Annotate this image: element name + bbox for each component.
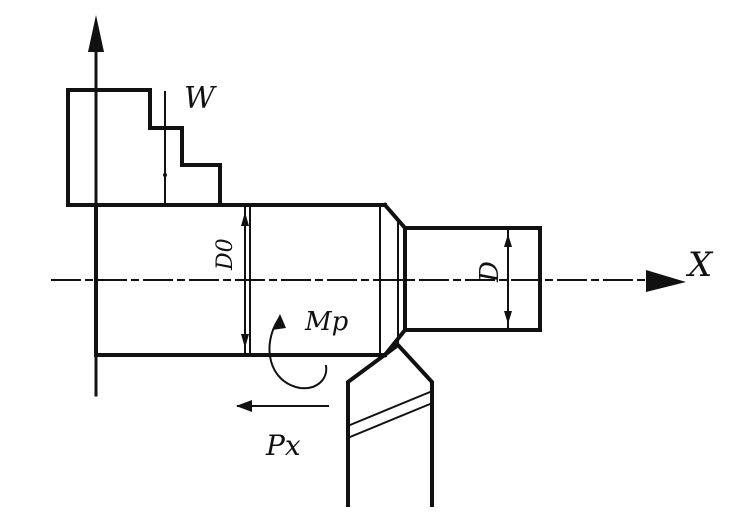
workpiece-shoulder: [382, 202, 407, 358]
label-mp: Mp: [304, 307, 349, 337]
jaw-dimension-dot: [163, 173, 167, 177]
label-d0: D0: [213, 238, 238, 271]
feed-force-arrow: [236, 400, 329, 412]
label-px: Px: [265, 429, 301, 462]
moment-arrow: [268, 314, 328, 390]
cutting-tool: [346, 342, 434, 507]
label-d: D: [475, 261, 505, 283]
d0-dimension-arrow: [241, 212, 249, 348]
d-dimension-arrow: [504, 234, 512, 324]
label-x: X: [685, 245, 714, 285]
workpiece-large-section: [66, 203, 387, 357]
label-w: W: [184, 81, 217, 116]
x-axis: [51, 270, 686, 292]
